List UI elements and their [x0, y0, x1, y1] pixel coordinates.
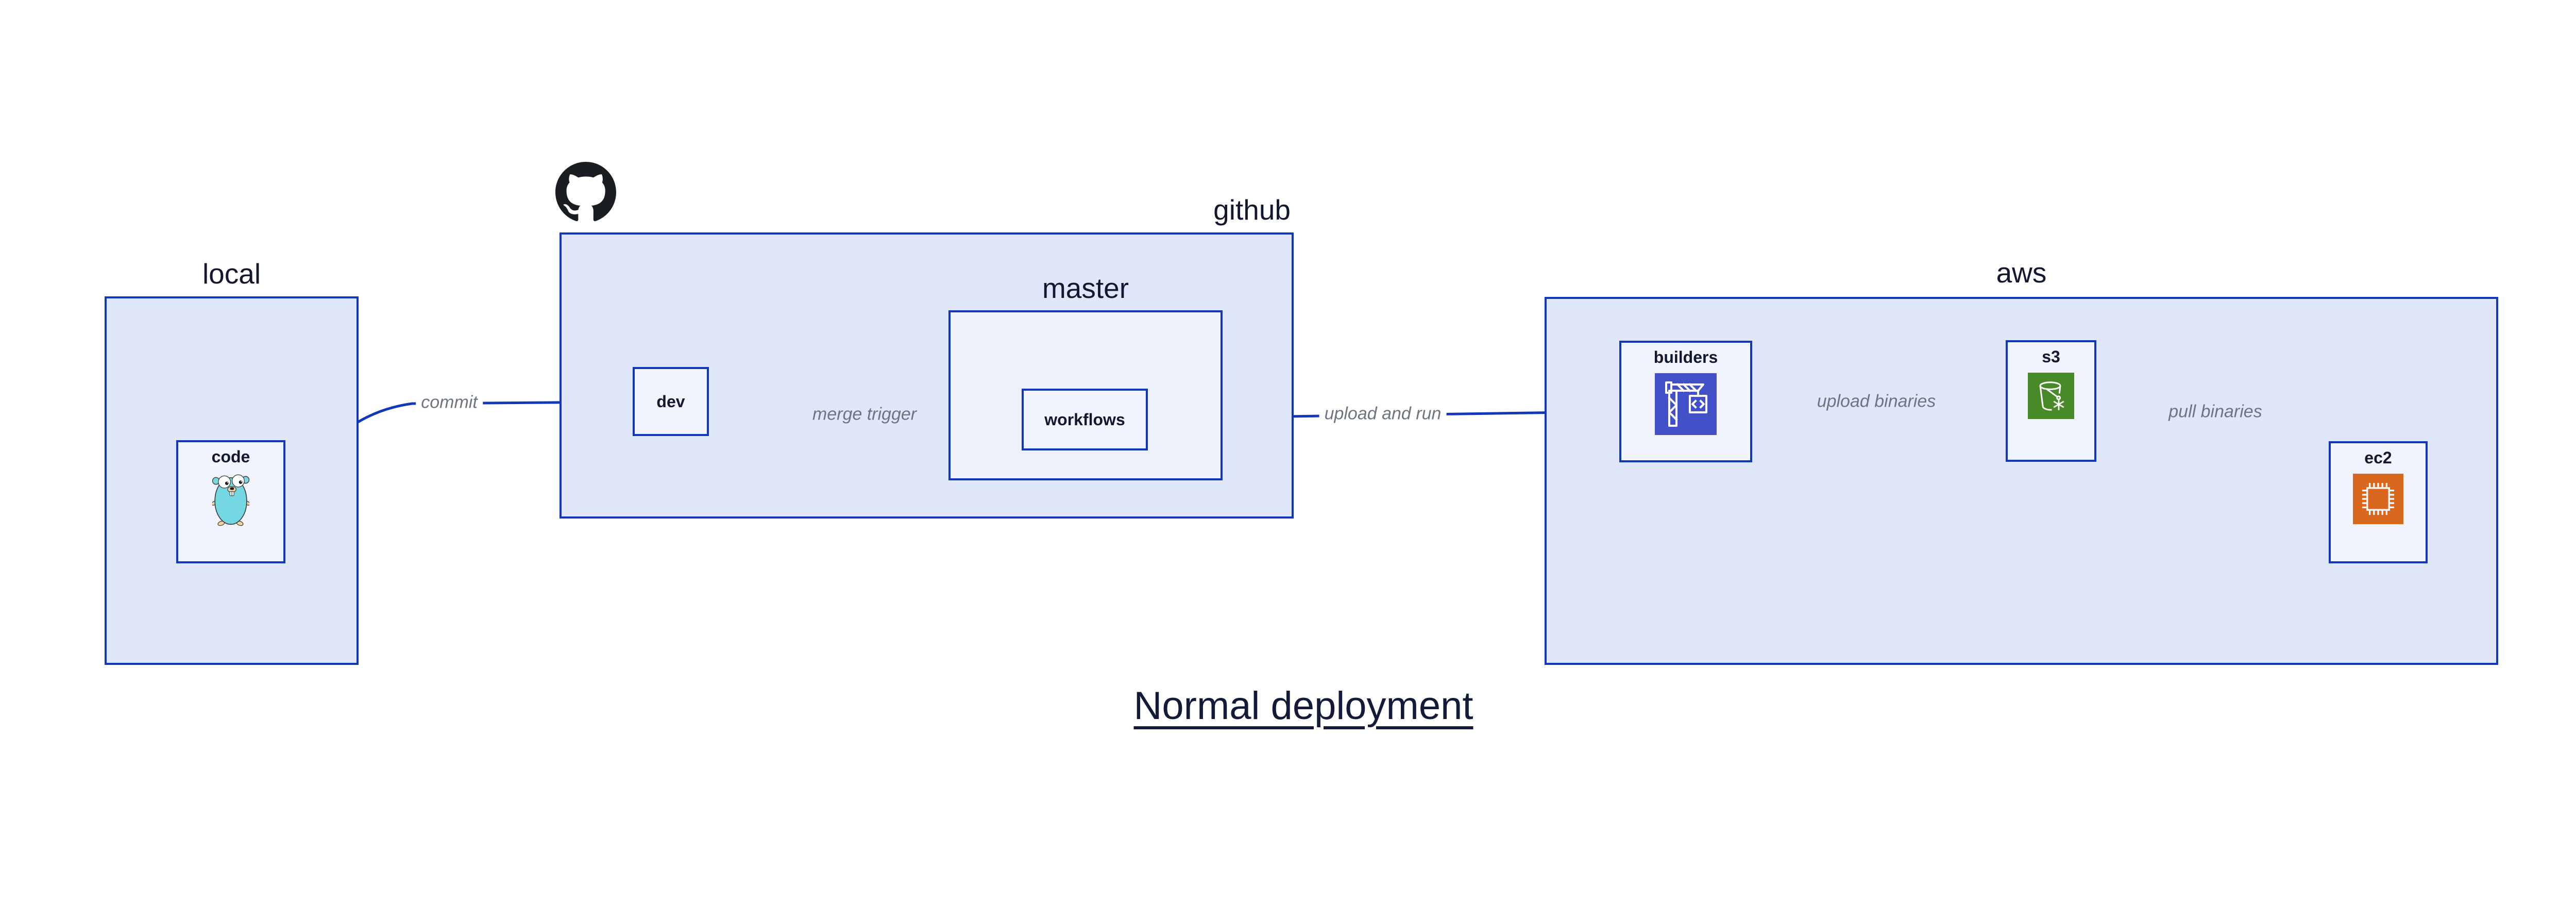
ec2-label: ec2 [2364, 448, 2392, 467]
s3-label: s3 [2042, 347, 2060, 366]
workflows-label: workflows [1044, 410, 1125, 429]
s3-bucket-snowflake-icon [2028, 373, 2074, 419]
dev-label: dev [656, 392, 685, 411]
node-s3: s3 [2006, 340, 2096, 462]
octocat-icon [555, 162, 616, 222]
node-dev: dev [633, 367, 709, 436]
go-gopher-icon [212, 474, 249, 526]
master-group-title: master [1042, 272, 1129, 304]
node-code: code [176, 440, 285, 563]
ec2-chip-icon [2353, 474, 2403, 524]
diagram-caption: Normal deployment [1133, 684, 1473, 728]
commit-edge-label: commit [416, 391, 483, 414]
local-group-box [105, 296, 359, 665]
node-ec2: ec2 [2329, 441, 2428, 563]
codebuild-crane-icon [1655, 373, 1717, 435]
aws-group-title: aws [1996, 257, 2047, 289]
upload-binaries-edge-label: upload binaries [1811, 390, 1941, 413]
node-workflows: workflows [1022, 389, 1148, 450]
github-group-title: github [1213, 194, 1291, 226]
merge-trigger-edge-label: merge trigger [807, 403, 922, 426]
code-label: code [211, 447, 250, 466]
node-builders: builders [1619, 341, 1752, 462]
builders-label: builders [1653, 348, 1718, 366]
upload-and-run-edge-label: upload and run [1319, 403, 1447, 425]
pull-binaries-edge-label: pull binaries [2163, 400, 2267, 423]
local-group-title: local [202, 258, 261, 290]
